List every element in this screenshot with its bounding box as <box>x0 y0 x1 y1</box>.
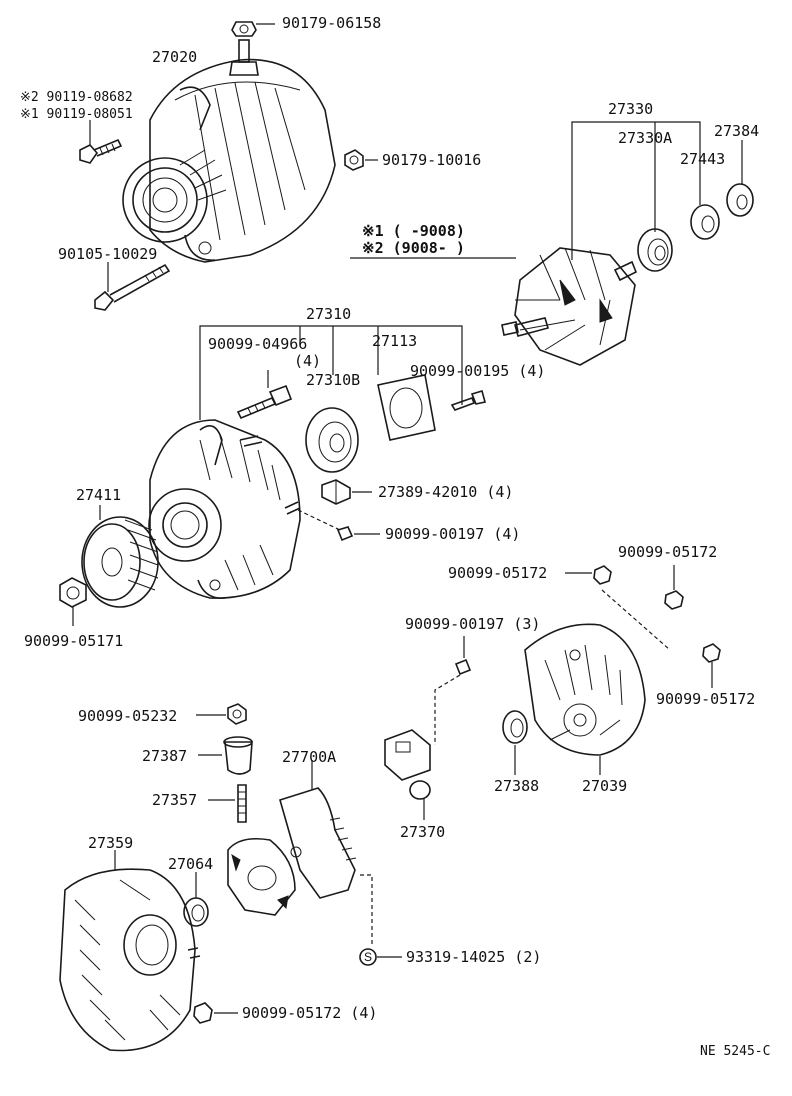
label-27310: 27310 <box>306 305 352 323</box>
label-27020: 27020 <box>152 48 198 66</box>
label-90099-05232: 90099-05232 <box>78 707 178 725</box>
label-27700A: 27700A <box>282 748 337 766</box>
label-90119-08682: ※2 90119-08682 <box>20 90 133 105</box>
rectifier-end-frame-27359-drawing <box>59 868 201 1052</box>
seal-27388-drawing <box>502 710 528 744</box>
label-90099-05172-b: 90099-05172 <box>618 543 718 561</box>
dashed-line-00197 <box>297 509 341 531</box>
terminal-27370-drawing <box>384 729 431 800</box>
nut-90099-05232-drawing <box>227 703 247 725</box>
label-93319-14025: 93319-14025 (2) <box>406 948 542 966</box>
label-27443: 27443 <box>680 150 726 168</box>
s-mark-circle <box>359 948 377 966</box>
screw-90099-00197-drawing <box>336 526 354 542</box>
bolt-90099-04966-drawing <box>236 384 293 420</box>
label-90099-05172-a: 90099-05172 <box>448 564 548 582</box>
s-mark: S <box>364 950 373 964</box>
dashed-line-00197-3 <box>434 674 461 745</box>
label-27330A: 27330A <box>618 129 673 147</box>
label-90099-05171: 90099-05171 <box>24 632 124 650</box>
bolt-90105-10029-drawing <box>94 263 171 311</box>
plate-27113-drawing <box>377 374 436 441</box>
label-90099-00197-3: 90099-00197 (3) <box>405 615 541 633</box>
screw-90099-00197-3-drawing <box>454 658 472 676</box>
label-27039: 27039 <box>582 777 628 795</box>
label-27411: 27411 <box>76 486 122 504</box>
rear-cover-27039-drawing <box>524 623 646 756</box>
washer-27443-drawing <box>690 204 720 240</box>
nut-90099-05172-b-drawing <box>664 590 684 610</box>
label-27359: 27359 <box>88 834 134 852</box>
label-27389-42010: 27389-42010 (4) <box>378 483 514 501</box>
screw-90099-00195-drawing <box>450 389 486 411</box>
label-27310B: 27310B <box>306 371 361 389</box>
label-qty-4: (4) <box>294 352 322 370</box>
label-90099-05172-d: 90099-05172 (4) <box>242 1004 378 1022</box>
brush-holder-drawing <box>227 837 296 916</box>
label-90099-04966: 90099-04966 <box>208 335 308 353</box>
label-27388: 27388 <box>494 777 540 795</box>
dashed-line-05172 <box>601 589 671 651</box>
leader-27388-27039 <box>514 745 601 775</box>
label-27357: 27357 <box>152 791 198 809</box>
bolt-27357-drawing <box>237 784 247 823</box>
label-27330: 27330 <box>608 100 654 118</box>
regulator-27700A-drawing <box>279 787 357 899</box>
label-27384: 27384 <box>714 122 760 140</box>
label-90099-05172-c: 90099-05172 <box>656 690 756 708</box>
drive-end-frame-drawing <box>148 419 301 599</box>
label-27370: 27370 <box>400 823 446 841</box>
label-27064: 27064 <box>168 855 214 873</box>
bushing-27387-drawing <box>223 736 253 775</box>
label-90099-00195: 90099-00195 (4) <box>410 362 546 380</box>
reference-code: NE 5245-C <box>700 1044 771 1059</box>
nut-90099-05171-drawing <box>59 577 87 608</box>
nut-90099-05172-a-drawing <box>593 565 612 585</box>
nut-90179-10016-drawing <box>344 149 364 171</box>
bearing-27330A-drawing <box>637 228 673 272</box>
label-90179-10016: 90179-10016 <box>382 151 482 169</box>
bolt-90119-drawing <box>79 138 123 164</box>
label-27387: 27387 <box>142 747 188 765</box>
leader-27310-group <box>199 325 463 420</box>
label-27113: 27113 <box>372 332 418 350</box>
label-90179-06158: 90179-06158 <box>282 14 382 32</box>
nut-90099-05172-c-drawing <box>702 643 721 663</box>
leader-27330-group <box>571 121 743 260</box>
nut-90099-05172-d-drawing <box>193 1002 213 1024</box>
pulley-27411-drawing <box>81 516 159 608</box>
dashed-line-93319 <box>360 874 373 945</box>
bearing-27310B-drawing <box>305 407 359 473</box>
label-90105-10029: 90105-10029 <box>58 245 158 263</box>
alternator-assembly-drawing <box>122 21 336 263</box>
cover-27384-drawing <box>726 183 754 217</box>
note-mark-2: ※2 (9008- ) <box>362 239 465 257</box>
note-mark-1: ※1 ( -9008) <box>362 222 465 240</box>
rotor-27330-drawing <box>501 247 638 366</box>
label-90099-00197-4: 90099-00197 (4) <box>385 525 521 543</box>
insulator-27389-42010-drawing <box>321 479 351 505</box>
label-90119-08051: ※1 90119-08051 <box>20 107 133 122</box>
